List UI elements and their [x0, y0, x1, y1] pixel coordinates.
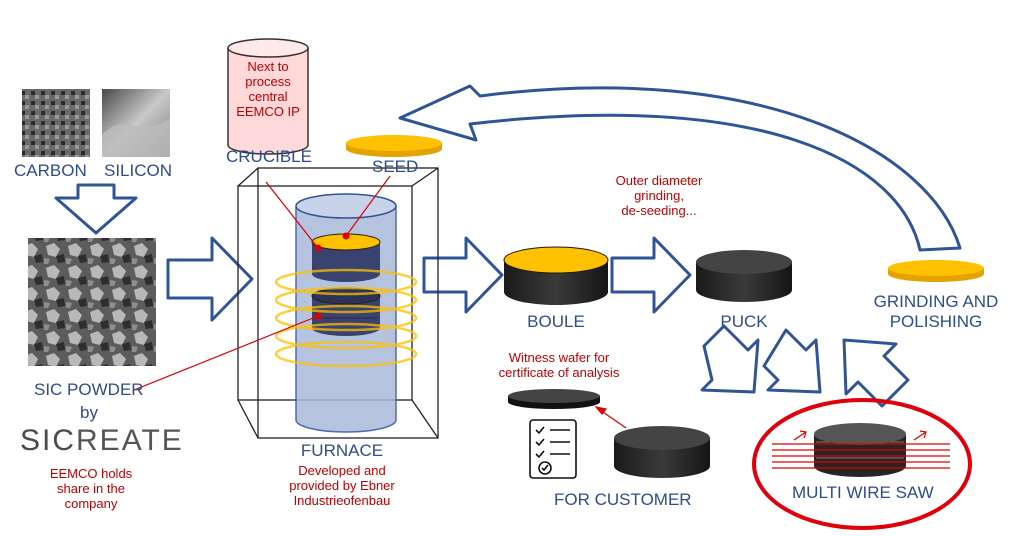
arrow-puck-to-customer: [700, 324, 760, 394]
sicreate-logo-right: REATE: [76, 424, 184, 457]
crucible-note-line-1: Next to: [247, 59, 289, 74]
grinding-polishing-label: GRINDING AND POLISHING: [862, 292, 1010, 331]
silicon-label: SILICON: [104, 161, 173, 180]
furnace-note-line-2: provided by Ebner: [289, 477, 395, 493]
grinding-line-1: GRINDING AND: [873, 292, 999, 311]
for-customer-label: FOR CUSTOMER: [554, 490, 692, 509]
furnace-graphic: [133, 167, 439, 439]
furnace-note-line-1: Developed and: [298, 463, 386, 478]
od-note-line-3: de-seeding...: [621, 202, 697, 218]
eemco-holds-line-2: share in the: [57, 480, 125, 496]
crucible-note-line-4: EEMCO IP: [236, 103, 300, 119]
arrow-furnace-to-boule: [422, 236, 504, 314]
arrow-boule-to-puck: [610, 236, 692, 314]
witness-line-1: Witness wafer for: [508, 350, 610, 365]
customer-puck: [614, 426, 710, 478]
grinding-line-2: POLISHING: [889, 311, 983, 331]
arrow-down-to-powder: [54, 183, 138, 235]
furnace-label: FURNACE: [300, 441, 384, 460]
crucible-note-cylinder: [227, 38, 309, 155]
arrow-powder-to-furnace: [166, 236, 254, 322]
puck-label: PUCK: [720, 312, 768, 331]
witness-pointer: [594, 406, 627, 429]
witness-wafer-note: Witness wafer for certificate of analysi…: [484, 350, 634, 381]
boule-graphic: [503, 246, 609, 305]
furnace-note: Developed and provided by Ebner Industri…: [272, 463, 412, 509]
crucible-note-line-2: process: [245, 73, 291, 89]
seed-wafer: [346, 135, 442, 157]
carbon-label: CARBON: [14, 161, 87, 180]
sicreate-logo: SICREATE: [20, 424, 184, 459]
sic-powder-photo: [28, 238, 156, 366]
eemco-holds-line-3: company: [64, 495, 118, 511]
od-note-line-2: grinding,: [634, 187, 684, 203]
crucible-note-line-3: central: [248, 88, 288, 104]
eemco-holds-note: EEMCO holds share in the company: [46, 466, 136, 512]
multi-wire-saw-label: MULTI WIRE SAW: [792, 483, 934, 502]
sicreate-logo-left: SIC: [20, 424, 77, 457]
witness-line-2: certificate of analysis: [498, 364, 620, 380]
arrow-grinding-to-seed: [398, 84, 962, 252]
saw-highlight-circle: [752, 398, 972, 530]
polished-wafer: [888, 260, 984, 282]
by-label: by: [80, 403, 98, 422]
checklist-icon: [529, 419, 577, 479]
arrow-puck-to-saw: [762, 328, 822, 394]
sic-powder-label: SIC POWDER: [34, 380, 144, 399]
furnace-note-line-3: Industrieofenbau: [293, 492, 391, 508]
carbon-photo: [22, 89, 90, 157]
boule-label: BOULE: [527, 312, 585, 331]
arrow-saw-to-grinding: [842, 338, 910, 408]
eemco-holds-line-1: EEMCO holds: [49, 466, 133, 481]
od-note-line-1: Outer diameter: [615, 173, 703, 188]
witness-wafer: [508, 389, 600, 409]
seed-label: SEED: [372, 157, 419, 176]
crucible-note: Next to process central EEMCO IP: [228, 59, 308, 120]
multi-wire-saw-graphic: [772, 423, 950, 477]
crucible-label: CRUCIBLE: [226, 147, 312, 166]
puck-graphic: [696, 250, 792, 302]
od-grinding-note: Outer diameter grinding, de-seeding...: [594, 173, 724, 219]
